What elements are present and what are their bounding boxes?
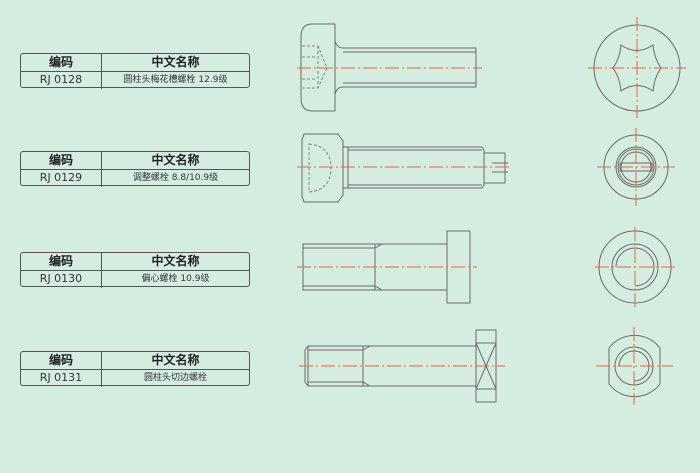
bolt-0130-end-view bbox=[595, 227, 675, 307]
code-header: 编码 bbox=[21, 253, 102, 270]
part-table-0130: 编码 中文名称 RJ 0130 偏心螺栓 10.9级 bbox=[20, 252, 250, 288]
part-table-0131: 编码 中文名称 RJ 0131 圆柱头切边螺栓 bbox=[20, 351, 250, 387]
bolt-0130-side-view bbox=[297, 230, 477, 304]
part-code: RJ 0130 bbox=[21, 271, 102, 288]
part-name: 圆柱头梅花槽螺栓 12.9级 bbox=[123, 75, 228, 85]
code-header: 编码 bbox=[21, 352, 102, 369]
part-name: 圆柱头切边螺栓 bbox=[143, 373, 207, 383]
bolt-0131-side-view bbox=[299, 329, 505, 403]
part-name: 调整螺栓 8.8/10.9级 bbox=[132, 173, 219, 183]
bolt-0128-end-view bbox=[588, 17, 686, 118]
part-table-0129: 编码 中文名称 RJ 0129 调整螺栓 8.8/10.9级 bbox=[20, 151, 250, 187]
name-header: 中文名称 bbox=[151, 353, 200, 367]
part-name: 偏心螺栓 10.9级 bbox=[141, 274, 210, 284]
name-header: 中文名称 bbox=[151, 153, 200, 167]
code-header: 编码 bbox=[21, 54, 102, 71]
name-header: 中文名称 bbox=[151, 254, 200, 268]
bolt-0131-end-view bbox=[596, 327, 673, 405]
code-header: 编码 bbox=[21, 152, 102, 169]
bolt-0128-side-view bbox=[297, 23, 482, 112]
name-header: 中文名称 bbox=[151, 55, 200, 69]
bolt-0129-end-view bbox=[597, 128, 675, 206]
part-code: RJ 0129 bbox=[21, 170, 102, 187]
part-code: RJ 0131 bbox=[21, 370, 102, 387]
part-code: RJ 0128 bbox=[21, 72, 102, 89]
part-table-0128: 编码 中文名称 RJ 0128 圆柱头梅花槽螺栓 12.9级 bbox=[20, 53, 250, 89]
bolt-0129-side-view bbox=[297, 133, 510, 203]
